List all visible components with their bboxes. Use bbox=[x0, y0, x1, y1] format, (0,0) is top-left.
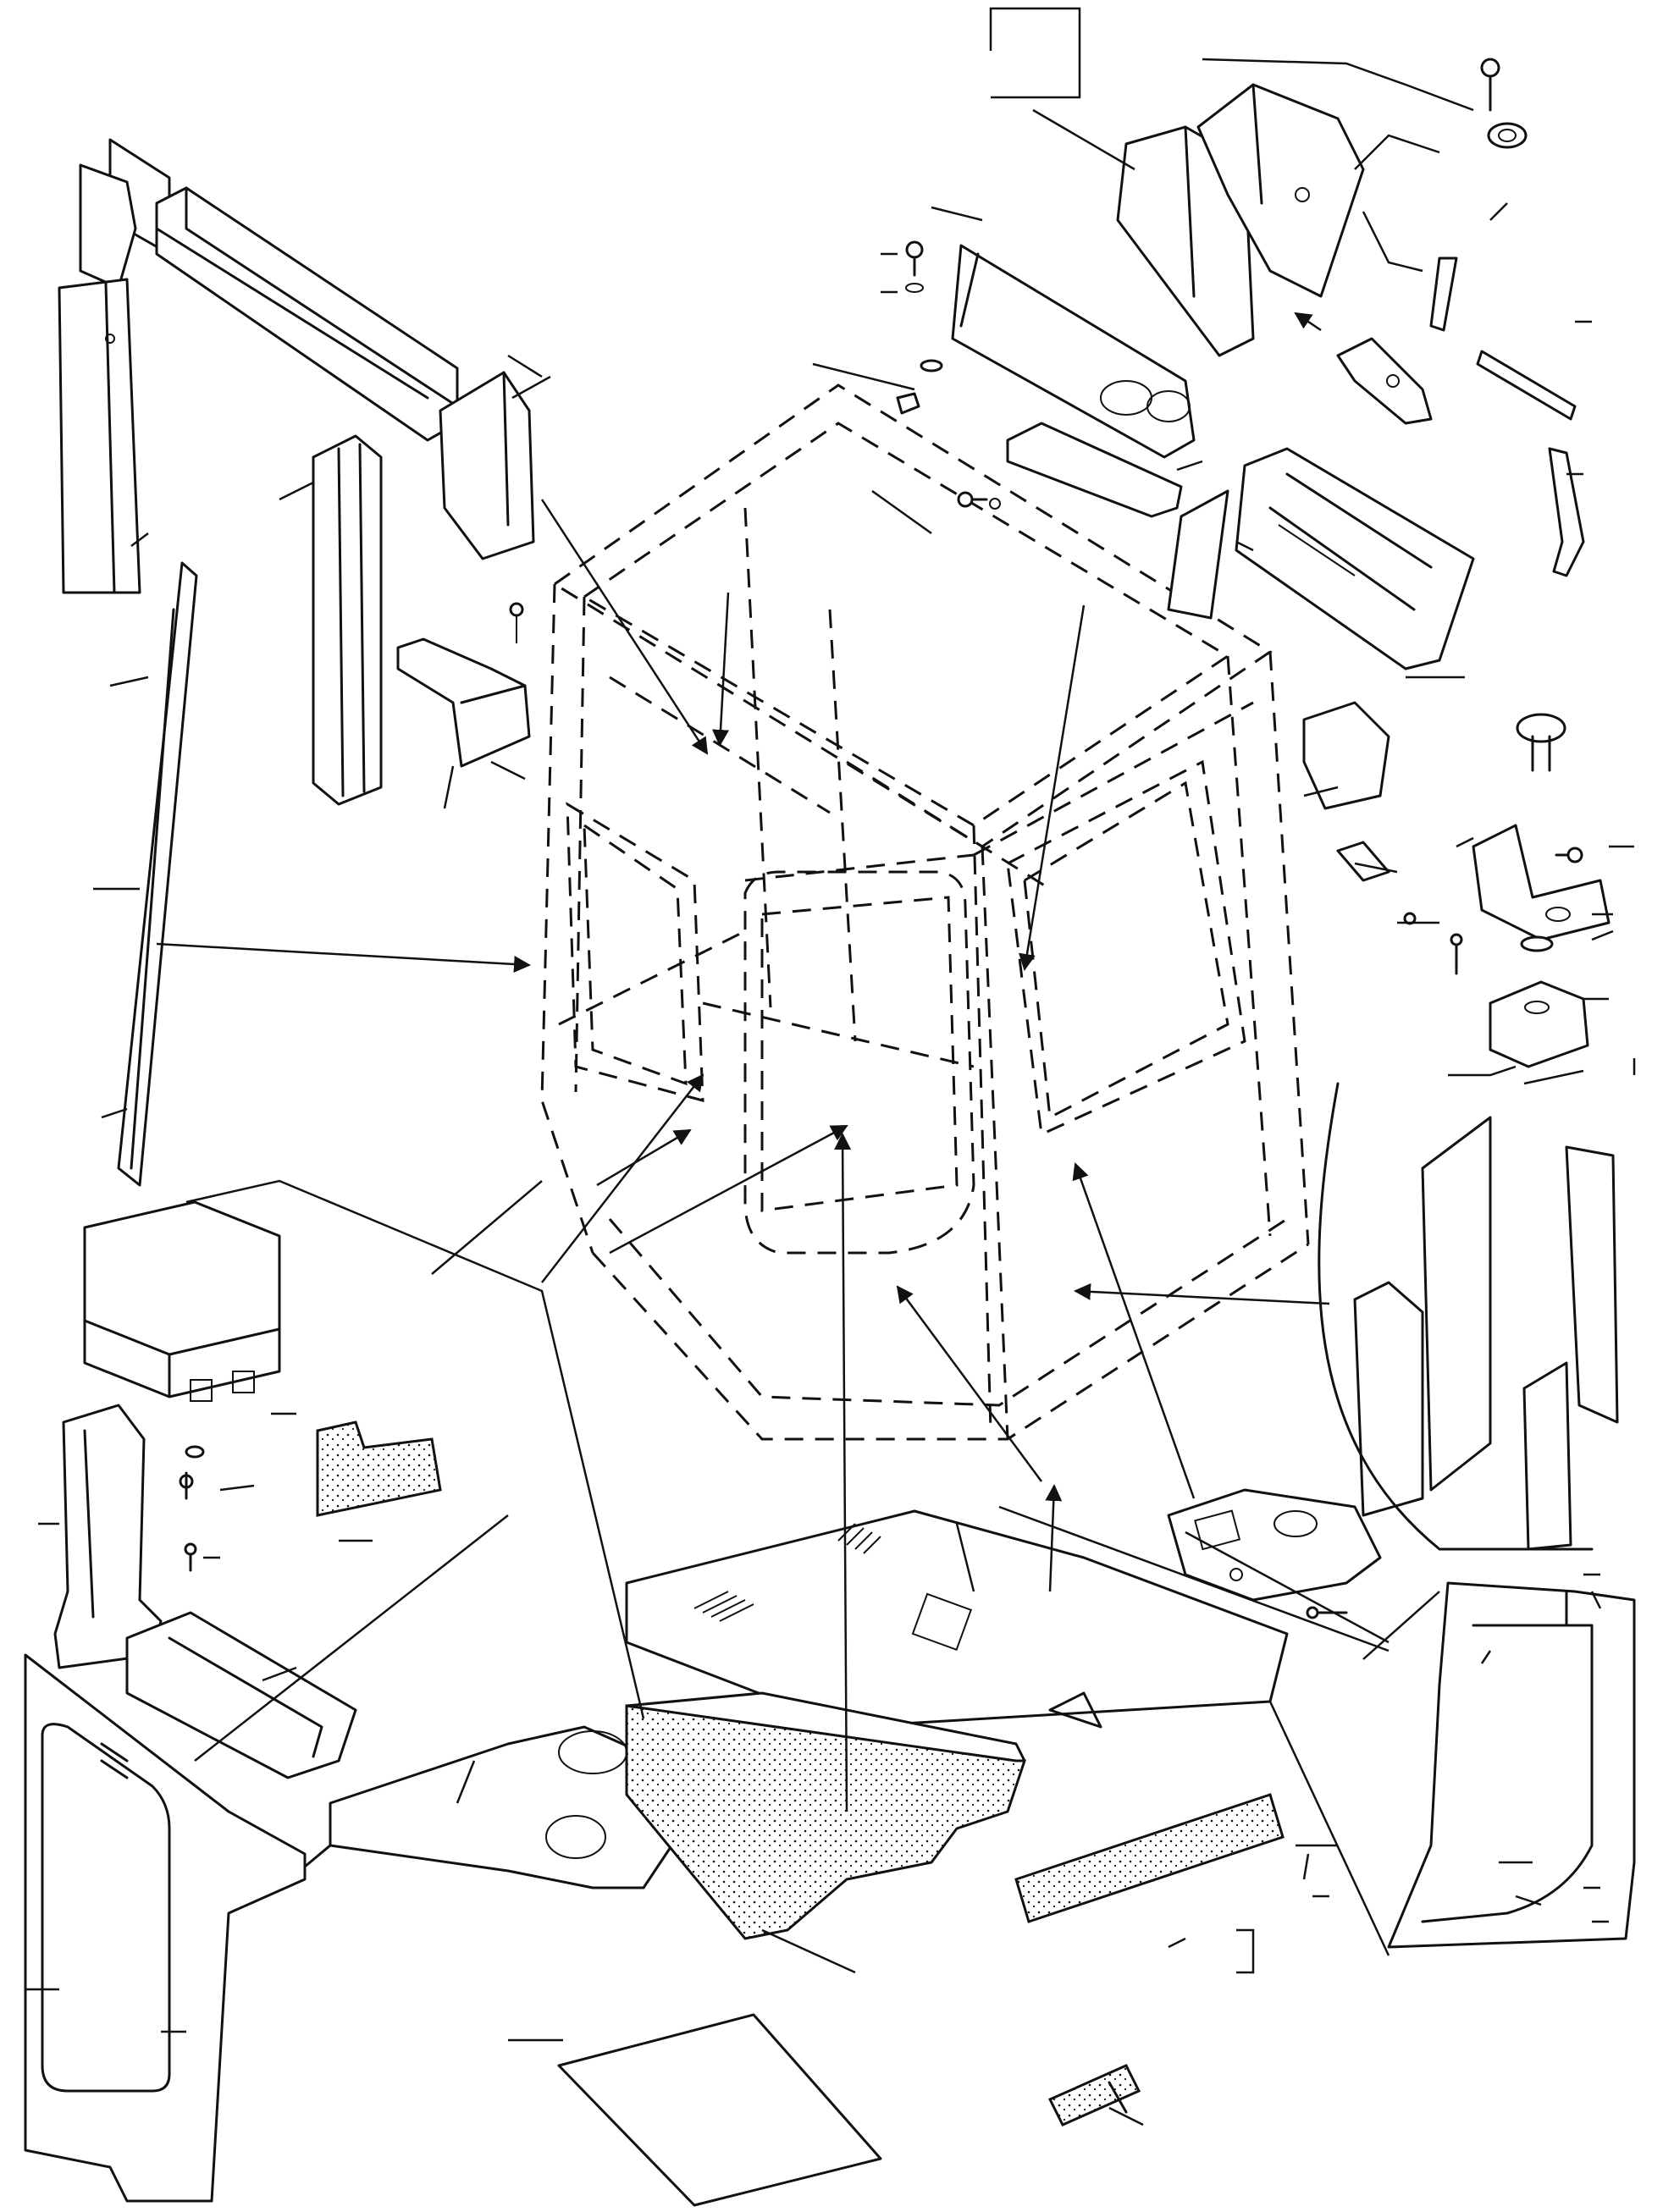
floor-insulation-strip-2 bbox=[1047, 2064, 1141, 2126]
upper-right-panels bbox=[1116, 83, 1365, 357]
seat-support-bracket bbox=[53, 1404, 163, 1669]
screws-left bbox=[179, 1445, 205, 1572]
cab-side-frame-lower-left bbox=[24, 1653, 307, 2203]
mounting-bracket-left bbox=[396, 602, 531, 768]
floor-mat-lower-foam bbox=[625, 1691, 1026, 1940]
rear-cover-panel bbox=[951, 244, 1229, 620]
small-rods-right bbox=[1336, 257, 1585, 577]
interior-trim-panel-right bbox=[1235, 447, 1475, 670]
door-glass-lower-right bbox=[1387, 1581, 1636, 1949]
bolt-and-washer-top-right bbox=[1480, 58, 1528, 149]
console-cover bbox=[303, 1725, 679, 1889]
roof-front-rail-assembly bbox=[58, 138, 535, 594]
small-block-and-fittings-right bbox=[1302, 701, 1611, 1068]
screws-top-center bbox=[896, 240, 1001, 510]
armrest-tray bbox=[125, 1611, 357, 1779]
dash-panel-right bbox=[1167, 1488, 1382, 1619]
floor-insulation-strip-1 bbox=[1014, 1793, 1285, 1923]
seat-cushion bbox=[83, 1200, 281, 1402]
floor-mat-small bbox=[557, 2013, 882, 2207]
foam-block-left bbox=[316, 1420, 442, 1517]
windshield-glass bbox=[117, 561, 198, 1187]
leader-lines bbox=[25, 7, 1636, 2126]
roof-side-pillar bbox=[312, 434, 383, 806]
floor-mat-upper bbox=[625, 1509, 1289, 1729]
side-glass-panels-right bbox=[1318, 1082, 1619, 1551]
